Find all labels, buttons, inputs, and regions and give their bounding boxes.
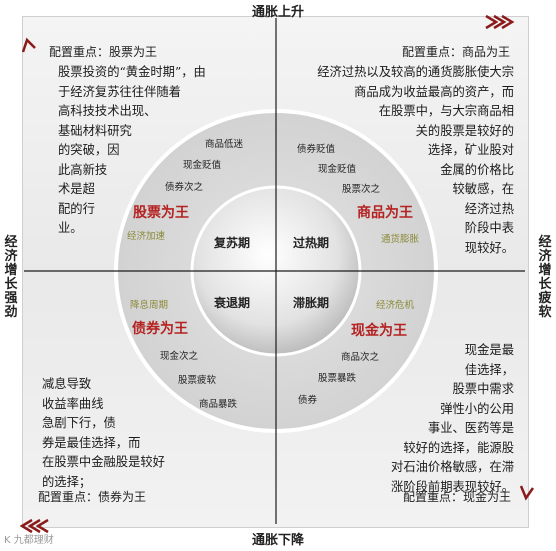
watermark: K 九都理财 [4, 535, 54, 546]
king-bottom-left: 债券为王 [132, 321, 188, 337]
arrow-top-right [485, 14, 515, 30]
king-top-left: 股票为王 [133, 205, 189, 221]
arrow-top-left [21, 37, 36, 53]
config-bottom-left: 配置重点：债券为王 [38, 490, 147, 504]
axis-label-bottom: 通胀下降 [251, 533, 304, 548]
ring-br-item-2: 股票暴跌 [318, 373, 357, 384]
ring-tl-item-1: 商品低迷 [205, 139, 244, 150]
ring-tr-item-2: 现金贬值 [318, 164, 357, 175]
phase-recession: 衰退期 [214, 296, 251, 310]
axis-label-left: 经济增长强劲 [4, 235, 18, 320]
arrow-bottom-right [519, 485, 535, 501]
text-top-right: 经济过热以及较高的通货膨胀使大宗 商品成为收益最高的资产，而 在股票中，与大宗商… [317, 65, 514, 255]
config-bottom-right: 配置重点：现金为王 [403, 490, 512, 504]
axis-label-right: 经济增长疲软 [538, 235, 552, 320]
ring-br-sub: 经济危机 [376, 300, 415, 311]
text-bottom-right: 现金是最 佳选择， 股票中需求 弹性小的公用 事业、医药等是 较好的选择，能源股… [391, 343, 514, 494]
ring-tl-sub: 经济加速 [127, 231, 166, 242]
ring-bl-sub: 降息周期 [130, 300, 169, 311]
text-top-left: 股票投资的“黄金时期”，由 于经济复苏往往伴随着 高科技技术出现、 基础材料研究… [58, 65, 206, 235]
phase-recovery: 复苏期 [214, 236, 251, 250]
arrow-bottom-left [19, 518, 49, 534]
king-bottom-right: 现金为王 [351, 323, 407, 339]
ring-bl-item-1: 现金次之 [160, 351, 199, 362]
phase-stagflation: 滞胀期 [293, 296, 330, 310]
ring-br-item-3: 债券 [298, 395, 318, 406]
king-top-right: 商品为王 [357, 205, 413, 221]
ring-bl-item-2: 股票疲软 [178, 375, 217, 386]
axis-label-top: 通胀上升 [251, 5, 304, 20]
ring-br-item-1: 商品次之 [341, 352, 380, 363]
config-top-right: 配置重点：商品为王 [402, 45, 511, 59]
ring-tr-sub: 通货膨胀 [381, 234, 420, 245]
ring-tr-item-3: 股票次之 [342, 184, 381, 195]
ring-tr-item-1: 债券贬值 [297, 144, 336, 155]
config-top-left: 配置重点：股票为王 [49, 45, 158, 59]
ring-tl-item-2: 现金贬值 [183, 160, 222, 171]
phase-overheat: 过热期 [293, 236, 330, 250]
ring-tl-item-3: 债券次之 [165, 182, 204, 193]
ring-bl-item-3: 商品暴跌 [199, 399, 238, 410]
text-bottom-left: 减息导致 收益率曲线 急剧下行，债 券是最佳选择，而 在股票中金融股是较好 的选… [42, 377, 165, 489]
